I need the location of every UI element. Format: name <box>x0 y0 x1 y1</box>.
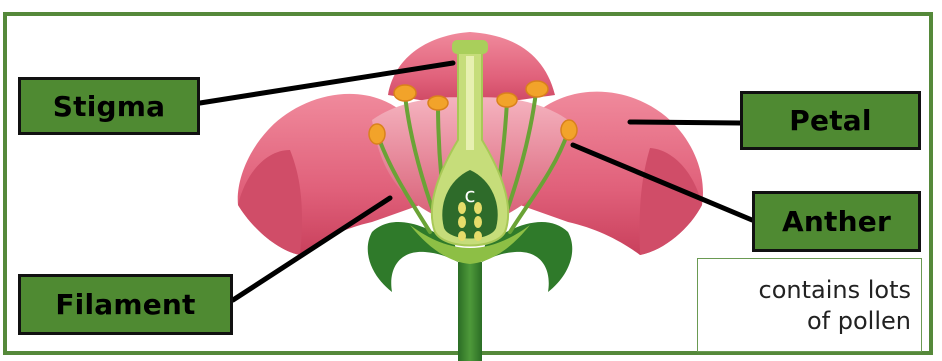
anther-label: Anther <box>752 191 921 252</box>
anther-3 <box>369 124 385 144</box>
anther-label-text: Anther <box>782 205 891 238</box>
pollen-note-line-1: contains lots <box>698 275 911 306</box>
stigma-label: Stigma <box>18 77 200 135</box>
stigma-label-text: Stigma <box>53 90 165 123</box>
anther-4 <box>526 81 548 97</box>
petal-label-text: Petal <box>789 104 871 137</box>
style-channel <box>466 56 474 150</box>
stigma-tip <box>452 40 488 54</box>
filament-label: Filament <box>18 274 233 335</box>
pollen-note-line-2: of pollen <box>698 306 911 337</box>
pollen-note: contains lots of pollen <box>697 258 922 352</box>
stem <box>458 262 482 361</box>
anther-6 <box>561 120 577 140</box>
petal-label: Petal <box>740 91 921 150</box>
anther-2 <box>428 96 448 110</box>
petal-leader <box>630 122 740 123</box>
anther-1 <box>394 85 416 101</box>
anther-5 <box>497 93 517 107</box>
ovary-marker: c <box>465 183 476 207</box>
filament-label-text: Filament <box>55 288 195 321</box>
